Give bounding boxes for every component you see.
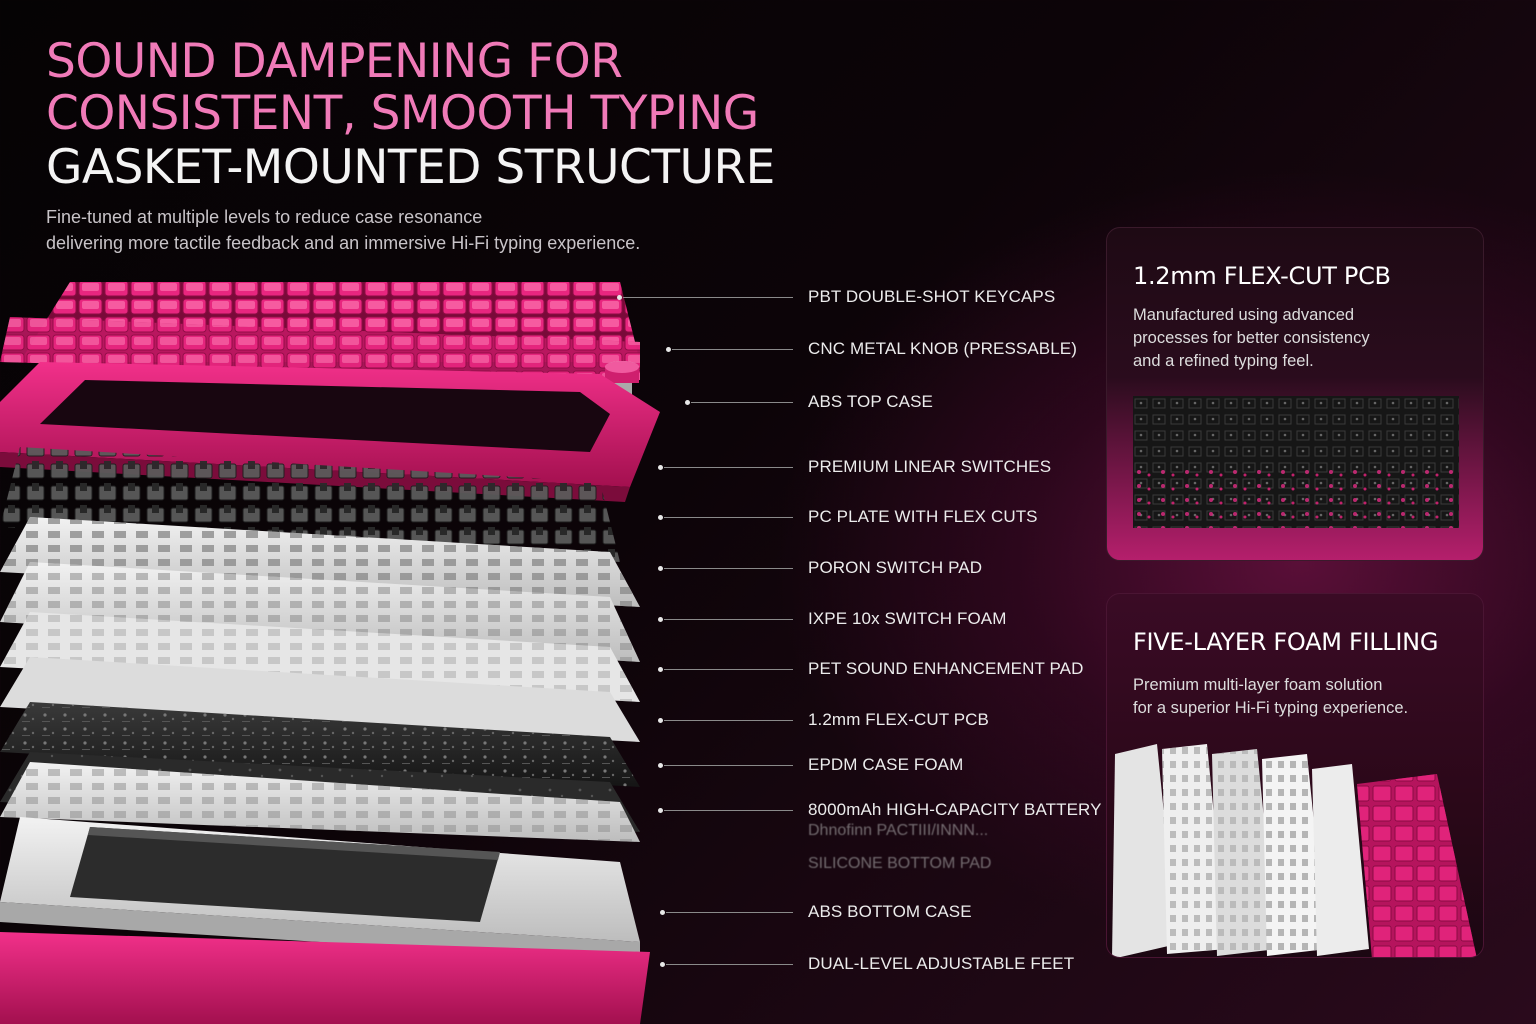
card-title: FIVE-LAYER FOAM FILLING bbox=[1133, 628, 1439, 656]
pcb-feature-card: 1.2mm FLEX-CUT PCB Manufactured using ad… bbox=[1106, 227, 1484, 561]
callout-label: PET SOUND ENHANCEMENT PAD bbox=[808, 659, 1084, 678]
ixpe-foam-layer bbox=[0, 612, 640, 702]
callout-line bbox=[666, 964, 793, 965]
callout-label: PBT DOUBLE-SHOT KEYCAPS bbox=[808, 287, 1056, 306]
keycaps-layer bbox=[0, 282, 640, 380]
callout-line bbox=[664, 810, 793, 811]
callout-label: EPDM CASE FOAM bbox=[808, 755, 964, 774]
callout-battery: 8000mAh HIGH-CAPACITY BATTERY bbox=[0, 800, 1101, 819]
callout-dot bbox=[617, 295, 622, 300]
callout-dot bbox=[660, 962, 665, 967]
callout-dot bbox=[658, 763, 663, 768]
pet-pad-layer bbox=[0, 657, 640, 742]
ghost-label-2: SILICONE BOTTOM PAD bbox=[808, 855, 992, 872]
headline-line-2: CONSISTENT, SMOOTH TYPING bbox=[46, 86, 759, 141]
headline-line-3: GASKET-MOUNTED STRUCTURE bbox=[46, 140, 775, 195]
card-description: Manufactured using advanced processes fo… bbox=[1133, 304, 1370, 373]
callout-line bbox=[623, 297, 793, 298]
callout-feet: DUAL-LEVEL ADJUSTABLE FEET bbox=[0, 954, 1100, 973]
callout-dot bbox=[658, 617, 663, 622]
subtitle: Fine-tuned at multiple levels to reduce … bbox=[46, 204, 640, 256]
card-desc-line: processes for better consistency bbox=[1133, 329, 1370, 347]
callout-epdm: EPDM CASE FOAM bbox=[0, 755, 1100, 774]
callout-dot bbox=[660, 910, 665, 915]
callout-top-case: ABS TOP CASE bbox=[0, 392, 1100, 411]
callout-dot bbox=[666, 347, 671, 352]
pc-plate-layer bbox=[0, 517, 640, 607]
foam-feature-card: FIVE-LAYER FOAM FILLING Premium multi-la… bbox=[1106, 593, 1484, 958]
callout-dot bbox=[658, 465, 663, 470]
callout-label: PREMIUM LINEAR SWITCHES bbox=[808, 457, 1052, 476]
callout-label: 8000mAh HIGH-CAPACITY BATTERY bbox=[808, 800, 1102, 819]
callout-label: CNC METAL KNOB (PRESSABLE) bbox=[808, 339, 1077, 358]
callout-line bbox=[664, 619, 793, 620]
callout-label: DUAL-LEVEL ADJUSTABLE FEET bbox=[808, 954, 1075, 973]
bottom-foam-layer bbox=[0, 762, 640, 842]
callout-pc-plate: PC PLATE WITH FLEX CUTS bbox=[0, 507, 1100, 526]
ghost-label-1: Dhnofinn PACTIII/INNN... bbox=[808, 822, 989, 839]
callout-pet: PET SOUND ENHANCEMENT PAD bbox=[0, 659, 1100, 678]
subtitle-line-1: Fine-tuned at multiple levels to reduce … bbox=[46, 207, 483, 227]
callout-dot bbox=[658, 515, 663, 520]
poron-pad-layer bbox=[0, 562, 640, 662]
callout-poron: PORON SWITCH PAD bbox=[0, 558, 1100, 577]
callout-line bbox=[664, 517, 793, 518]
exploded-keyboard-svg bbox=[0, 282, 660, 1024]
callout-ixpe: IXPE 10x SWITCH FOAM bbox=[0, 609, 1100, 628]
callout-switches: PREMIUM LINEAR SWITCHES bbox=[0, 457, 1100, 476]
callout-dot bbox=[685, 400, 690, 405]
pcb-image bbox=[1133, 396, 1459, 528]
pcb-svg bbox=[1133, 396, 1459, 528]
callout-bottom-case: ABS BOTTOM CASE bbox=[0, 902, 1100, 921]
foam-layers-image bbox=[1107, 744, 1483, 957]
foam-layers-svg bbox=[1112, 744, 1477, 957]
exploded-keyboard-illustration bbox=[0, 262, 700, 1024]
callout-label: PORON SWITCH PAD bbox=[808, 558, 983, 577]
callout-dot bbox=[658, 566, 663, 571]
card-desc-line: Premium multi-layer foam solution bbox=[1133, 676, 1383, 694]
callout-label: IXPE 10x SWITCH FOAM bbox=[808, 609, 1007, 628]
callout-dot bbox=[658, 808, 663, 813]
headline: SOUND DAMPENING FOR CONSISTENT, SMOOTH T… bbox=[46, 36, 846, 194]
headline-line-1: SOUND DAMPENING FOR bbox=[46, 34, 623, 89]
feet-layer bbox=[0, 932, 650, 1024]
callout-knob: CNC METAL KNOB (PRESSABLE) bbox=[0, 339, 1100, 358]
callout-line bbox=[664, 467, 793, 468]
callout-label: ABS BOTTOM CASE bbox=[808, 902, 972, 921]
callout-line bbox=[666, 912, 793, 913]
callout-label: 1.2mm FLEX-CUT PCB bbox=[808, 710, 989, 729]
card-desc-line: and a refined typing feel. bbox=[1133, 352, 1314, 370]
card-title: 1.2mm FLEX-CUT PCB bbox=[1133, 262, 1391, 290]
subtitle-line-2: delivering more tactile feedback and an … bbox=[46, 233, 641, 253]
callout-dot bbox=[658, 667, 663, 672]
callout-line bbox=[664, 669, 793, 670]
callout-label: PC PLATE WITH FLEX CUTS bbox=[808, 507, 1038, 526]
callout-line bbox=[664, 765, 793, 766]
callout-line bbox=[672, 349, 793, 350]
card-description: Premium multi-layer foam solution for a … bbox=[1133, 674, 1408, 720]
callout-label: ABS TOP CASE bbox=[808, 392, 933, 411]
card-desc-line: Manufactured using advanced bbox=[1133, 306, 1355, 324]
callout-line bbox=[691, 402, 793, 403]
callout-line bbox=[664, 720, 793, 721]
card-desc-line: for a superior Hi-Fi typing experience. bbox=[1133, 699, 1409, 717]
callout-line bbox=[664, 568, 793, 569]
pcb-layer bbox=[0, 702, 640, 787]
callout-dot bbox=[658, 718, 663, 723]
callout-pcb: 1.2mm FLEX-CUT PCB bbox=[0, 710, 1100, 729]
callout-keycaps: PBT DOUBLE-SHOT KEYCAPS bbox=[0, 287, 1100, 306]
